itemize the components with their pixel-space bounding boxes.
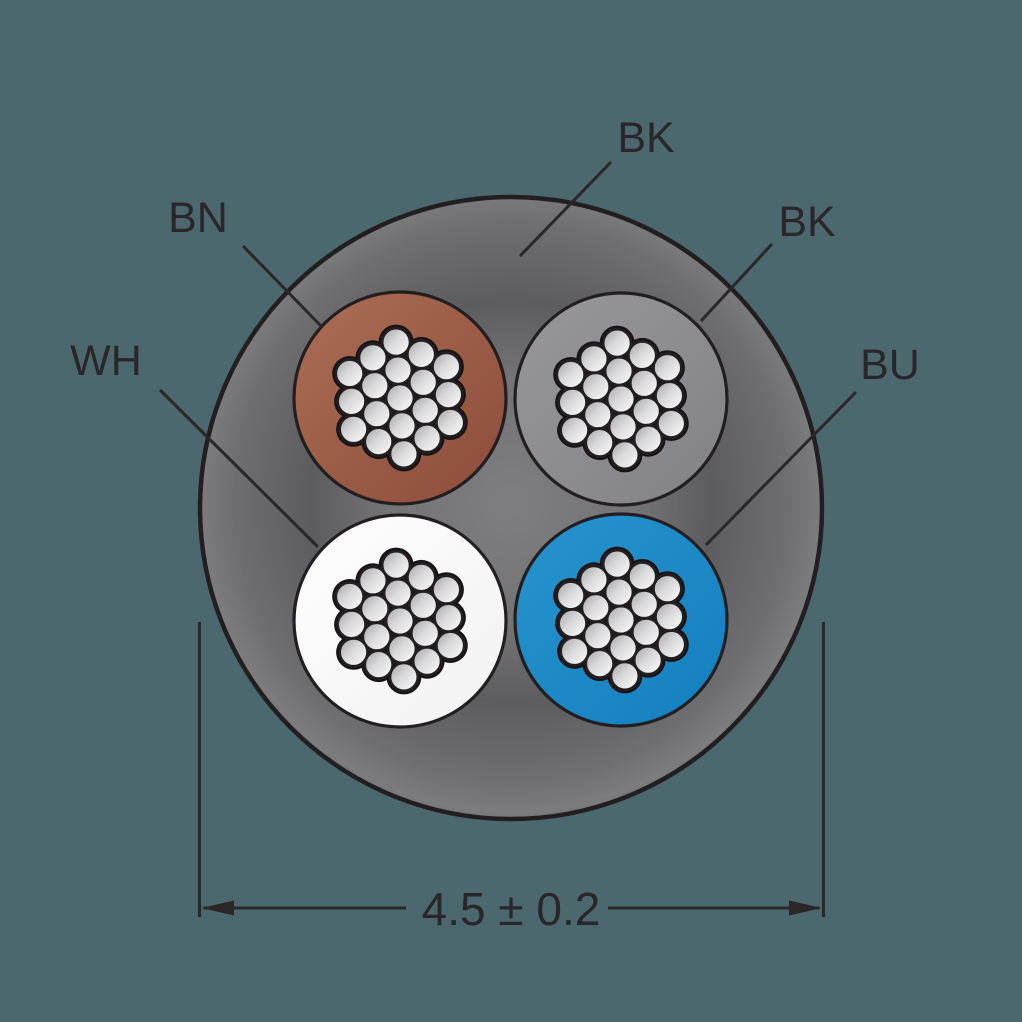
strand — [557, 608, 588, 639]
strand — [434, 630, 466, 661]
strand — [655, 408, 687, 439]
strand — [411, 645, 443, 677]
strand — [363, 649, 395, 680]
strand — [632, 644, 664, 676]
strand — [584, 648, 616, 679]
strand — [430, 351, 462, 383]
strand — [652, 352, 683, 384]
strand — [357, 342, 389, 374]
strand — [559, 635, 590, 667]
strand-bundle-brown — [332, 324, 468, 472]
strand — [380, 549, 412, 581]
strand — [557, 386, 588, 418]
strand — [336, 385, 368, 417]
strand — [432, 602, 464, 633]
dimension-arrow-right-icon — [789, 900, 822, 916]
leader-line-bk — [699, 242, 774, 323]
strand — [584, 427, 616, 459]
strand — [363, 426, 395, 458]
label-bk: BK — [778, 198, 836, 246]
strand — [609, 660, 641, 692]
strand — [555, 580, 587, 611]
strand — [432, 379, 464, 411]
label-jacket-bk: BK — [617, 114, 675, 162]
strand — [632, 423, 664, 455]
label-bn: BN — [168, 194, 228, 242]
strand — [652, 573, 683, 605]
strand — [411, 422, 443, 454]
strand — [555, 359, 587, 390]
strand — [434, 407, 466, 438]
strand — [405, 562, 437, 593]
strand — [388, 438, 420, 470]
strand — [654, 601, 685, 632]
strand — [626, 339, 658, 371]
label-bu: BU — [860, 341, 920, 389]
strand — [357, 565, 389, 597]
strand — [405, 338, 437, 370]
strand — [601, 327, 633, 359]
strand — [559, 414, 590, 446]
strand-bundle-white — [332, 547, 468, 695]
leader-line-bu — [704, 390, 858, 547]
strand — [336, 609, 368, 640]
strand — [626, 561, 658, 592]
strand — [334, 358, 366, 389]
strand-bundle-gray — [553, 325, 689, 473]
strand — [578, 564, 610, 596]
strand — [380, 326, 412, 358]
strand — [601, 548, 633, 580]
strand-bundle-blue — [553, 546, 689, 694]
strand — [430, 574, 462, 606]
strand — [338, 636, 370, 668]
dimension-value: 4.5 ± 0.2 — [422, 883, 601, 935]
label-wh: WH — [70, 337, 142, 385]
strand — [338, 413, 370, 445]
leader-line-bn — [241, 244, 324, 329]
strand — [334, 581, 366, 612]
strand — [654, 380, 685, 412]
strand — [655, 629, 687, 660]
dimension-arrow-left-icon — [201, 900, 234, 916]
strand — [578, 343, 610, 375]
strand — [609, 439, 641, 471]
leader-line-wh — [158, 388, 320, 549]
leader-line-jacket-bk — [518, 160, 613, 258]
strand — [388, 661, 420, 693]
